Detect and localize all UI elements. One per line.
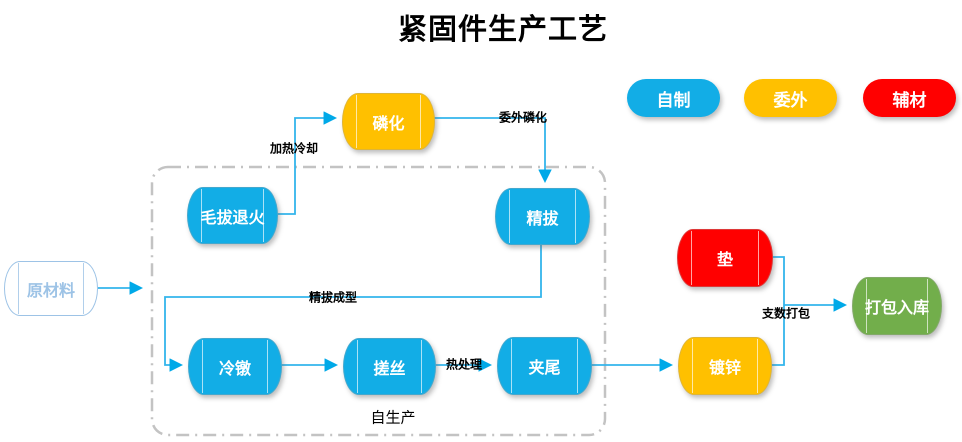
group-label-self-production: 自生产 xyxy=(370,409,416,427)
flow-label-fine-drawing-forming: 精拔成型 xyxy=(308,290,358,305)
group-box-border xyxy=(150,165,607,437)
node-galvanizing: 镀锌 xyxy=(678,337,772,395)
flow-label-outsourced-phosphating: 委外磷化 xyxy=(498,110,548,125)
connector-phosphating-to-fine-drawing xyxy=(434,117,552,184)
node-packing: 打包入库 xyxy=(852,277,942,335)
connector-washer-to-junction xyxy=(771,256,785,305)
legend-auxiliary-material: 辅材 xyxy=(863,79,956,117)
diagram-title: 紧固件生产工艺 xyxy=(397,14,608,46)
node-raw-material: 原材料 xyxy=(4,261,98,316)
flow-label-count-packing: 支数打包 xyxy=(761,306,811,321)
node-cold-heading: 冷镦 xyxy=(188,338,282,395)
connector-galvanizing-to-junction xyxy=(770,305,785,366)
node-threading: 搓丝 xyxy=(343,338,436,395)
legend-outsourced: 委外 xyxy=(744,79,837,117)
node-phosphating: 磷化 xyxy=(342,93,435,150)
node-washer: 垫 xyxy=(677,229,773,287)
node-annealing: 毛拔退火 xyxy=(187,187,278,244)
legend-self-made: 自制 xyxy=(627,79,720,117)
connector-annealing-to-phosphating xyxy=(276,111,338,215)
node-tail-clamping: 夹尾 xyxy=(497,337,592,395)
flow-label-heat-treatment: 热处理 xyxy=(445,357,483,372)
connector-fine-drawing-to-cold-heading xyxy=(164,244,542,372)
flow-label-heating-cooling: 加热冷却 xyxy=(269,141,319,156)
node-fine-drawing: 精拔 xyxy=(495,188,590,245)
